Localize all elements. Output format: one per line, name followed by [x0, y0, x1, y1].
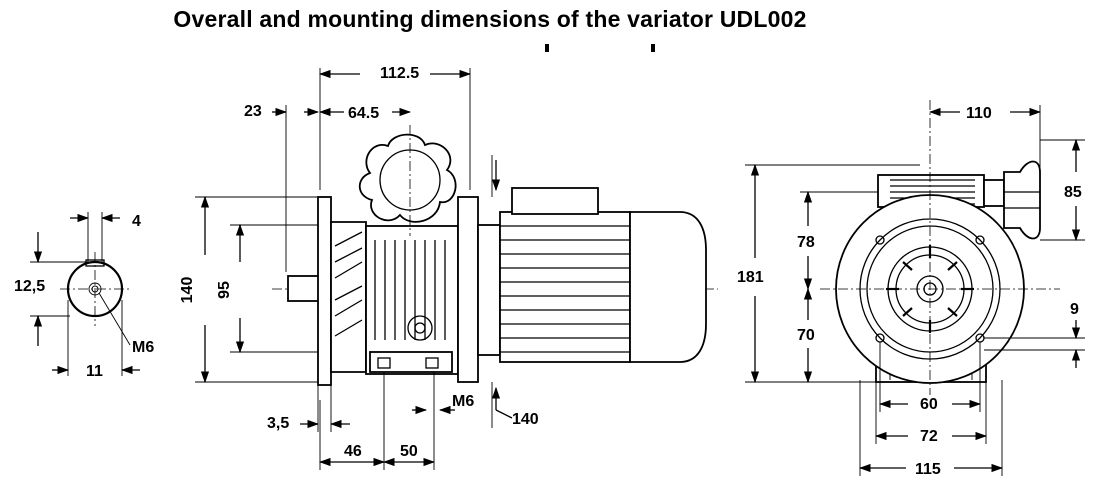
title-marks [545, 44, 655, 52]
dim-hole-spacing: 60 [920, 396, 938, 413]
oil-plug [407, 315, 433, 341]
dim-motor-flange: 140 [512, 411, 539, 428]
foot-block [369, 351, 453, 373]
handwheel [358, 133, 457, 223]
dim-height: 12,5 [14, 278, 45, 295]
dim-axis-to-base: 70 [797, 327, 815, 344]
terminal-box [511, 187, 599, 215]
housing-front [330, 221, 367, 373]
dim-keyway-width: 4 [132, 213, 141, 230]
dim-handwheel-height: 85 [1064, 184, 1082, 201]
dim-thread: M6 [132, 339, 154, 356]
side-view [195, 68, 718, 470]
output-shaft [287, 275, 321, 302]
dim-shaft-length: 23 [244, 103, 262, 120]
front-view [745, 100, 1085, 476]
dim-flange-thickness: 3,5 [267, 415, 289, 432]
motor-flange [457, 196, 479, 383]
dim-foot-thread: M6 [452, 393, 474, 410]
dim-overall-length: 112.5 [380, 65, 419, 82]
shaft-end-view [30, 212, 140, 376]
dim-base-inner-width: 72 [920, 428, 938, 445]
dim-overall-height: 181 [737, 269, 764, 286]
page-title: Overall and mounting dimensions of the v… [173, 6, 807, 32]
motor-body [499, 211, 631, 363]
dim-base-width: 115 [915, 461, 941, 478]
output-flange [317, 196, 332, 386]
dim-axis-to-top: 78 [797, 234, 815, 251]
dim-foot-width: 50 [400, 443, 418, 460]
dim-handwheel-offset: 110 [966, 105, 992, 122]
dim-base-thickness: 9 [1070, 301, 1079, 318]
dim-flange-diameter: 140 [179, 277, 196, 304]
handwheel-side [1003, 160, 1041, 240]
fan-cover [629, 211, 707, 363]
dim-diameter: 11 [86, 363, 103, 380]
dim-flange-to-axis: 64.5 [348, 105, 379, 122]
dim-foot-offset: 46 [344, 443, 362, 460]
dim-pilot-diameter: 95 [216, 281, 233, 299]
